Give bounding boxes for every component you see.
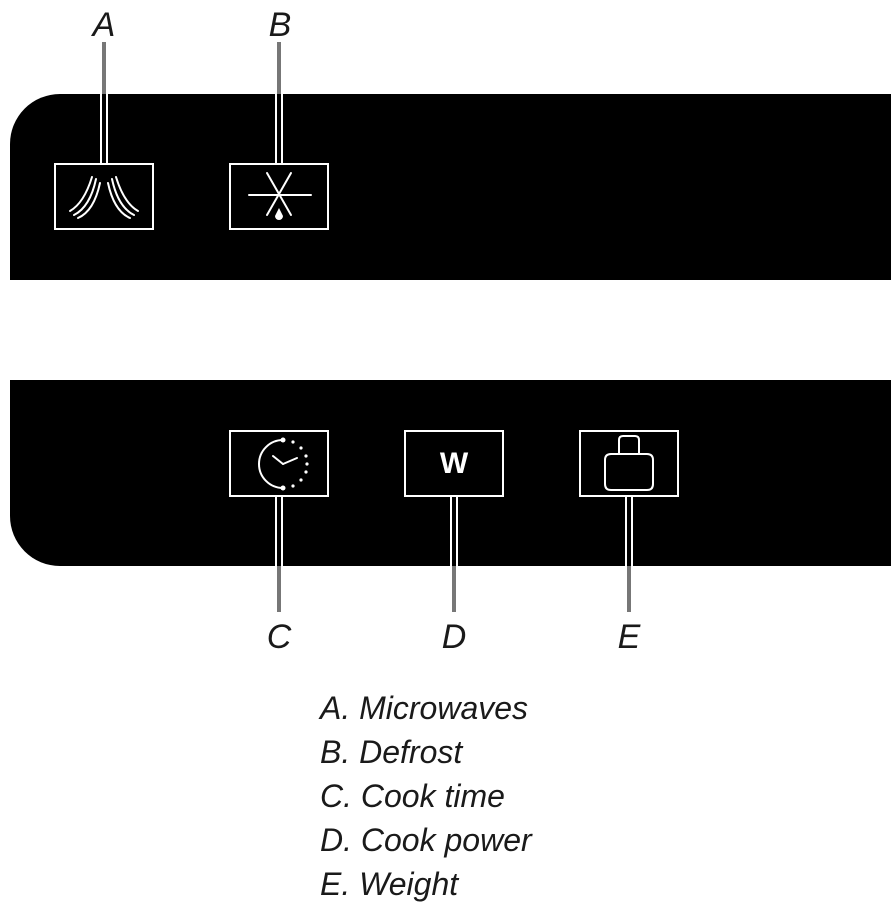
weight-icon <box>604 435 654 491</box>
watts-label: W <box>439 447 469 480</box>
callout-b: B <box>268 6 292 44</box>
legend-item-microwaves: A. Microwaves <box>320 690 529 726</box>
microwaves-icon <box>69 176 139 219</box>
legend-item-defrost: B. Defrost <box>320 734 463 770</box>
defrost-button[interactable] <box>229 163 329 230</box>
callout-a: A <box>92 6 116 44</box>
control-panel-top <box>10 94 891 280</box>
weight-button[interactable] <box>579 430 679 497</box>
callout-d: D <box>441 618 467 656</box>
legend-item-weight: E. Weight <box>320 866 459 902</box>
legend-item-cook-power: D. Cook power <box>320 822 532 858</box>
cook-time-button[interactable] <box>229 430 329 497</box>
legend-item-cook-time: C. Cook time <box>320 778 505 814</box>
callout-c: C <box>266 618 292 656</box>
microwaves-button[interactable] <box>54 163 154 230</box>
clock-icon <box>258 437 309 491</box>
defrost-icon <box>248 172 312 220</box>
legend: A. Microwaves B. Defrost C. Cook time D.… <box>320 686 532 906</box>
cook-power-button[interactable]: W <box>404 430 504 497</box>
callout-e: E <box>617 618 641 656</box>
